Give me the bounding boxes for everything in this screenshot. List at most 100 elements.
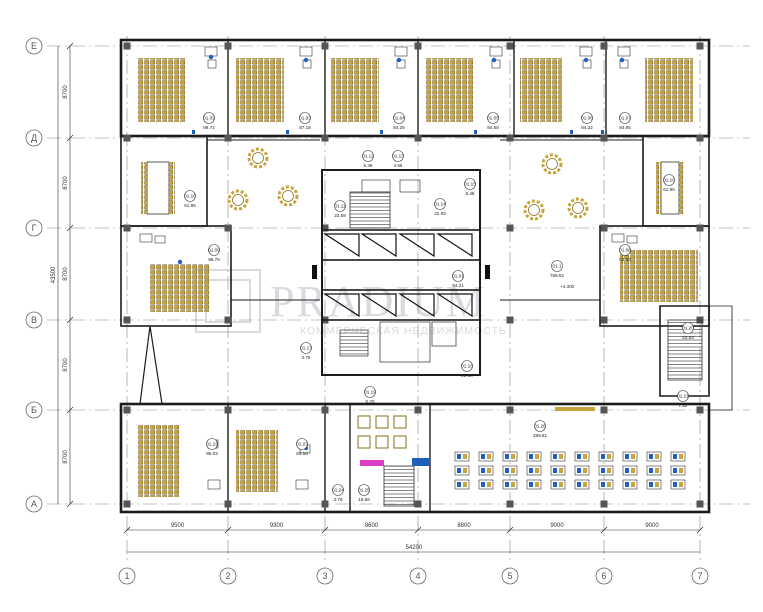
column — [321, 42, 329, 50]
room-area: 7.52 — [679, 403, 688, 408]
column — [506, 134, 514, 142]
dimension-bottom: 9000 — [645, 523, 659, 529]
axis-label-col: 5 — [507, 571, 512, 581]
column — [321, 500, 329, 508]
workstations — [454, 451, 686, 490]
room-area: 5.20 — [366, 399, 375, 404]
room-area: 18.56 — [358, 497, 370, 502]
lounge-tables — [227, 147, 589, 221]
level-mark: +4.300 — [560, 284, 575, 289]
stair-south — [383, 465, 415, 507]
workstation — [526, 479, 542, 490]
room-number: 01.13 — [392, 154, 404, 159]
workstation — [670, 479, 686, 490]
workstation — [454, 465, 470, 476]
room-area: 22.93 — [434, 211, 446, 216]
column — [224, 316, 232, 324]
workstation — [574, 451, 590, 462]
room-tag-circle — [487, 112, 499, 124]
column — [123, 406, 131, 414]
axis-label-row: Г — [32, 223, 37, 233]
room-tag-circle — [663, 174, 675, 186]
dimension-left: 8700 — [63, 450, 69, 464]
core-shaft — [435, 233, 473, 258]
column — [224, 406, 232, 414]
room-number: 01.22 — [206, 442, 218, 447]
room-area: 6.48 — [466, 191, 475, 196]
room-number: 01.10 — [663, 178, 675, 183]
axis-label-col: 6 — [601, 571, 606, 581]
core-shaft — [322, 233, 360, 258]
room-area: 89.72 — [203, 125, 215, 130]
workstation — [526, 465, 542, 476]
room-number: 01.19 — [364, 390, 376, 395]
room-tag-circle — [534, 420, 546, 432]
room-number: 01.05 — [487, 116, 499, 121]
axis-label-row: Д — [31, 133, 37, 143]
axis-bubble-col — [409, 567, 427, 585]
workstation — [454, 479, 470, 490]
room-area: 84.25 — [393, 125, 405, 130]
room-area: 23.58 — [334, 213, 346, 218]
workstation — [502, 451, 518, 462]
axis-label-col: 7 — [697, 571, 702, 581]
workstation — [670, 451, 686, 462]
room-tag-circle — [619, 244, 631, 256]
room-number: 01.12 — [362, 154, 374, 159]
workstation — [574, 465, 590, 476]
room-number: 01.06 — [581, 116, 593, 121]
room-number: 01.16 — [184, 194, 196, 199]
room-tag-circle — [551, 260, 563, 272]
room-area: 84.32 — [581, 125, 593, 130]
axis-bubble-col — [219, 567, 237, 585]
room-number: 01.03 — [299, 116, 311, 121]
column — [600, 224, 608, 232]
room-tag-circle — [184, 190, 196, 202]
core-shaft — [359, 233, 397, 258]
axis-bubble-row — [25, 129, 43, 147]
room-area: 84.95 — [619, 125, 631, 130]
room-number: 01.23 — [296, 442, 308, 447]
workstation — [526, 451, 542, 462]
column — [506, 42, 514, 50]
column — [600, 42, 608, 50]
axis-bubble-row — [25, 219, 43, 237]
workstation — [550, 479, 566, 490]
room-tag-circle — [206, 438, 218, 450]
column — [600, 500, 608, 508]
column — [123, 42, 131, 50]
axis-bubble-row — [25, 401, 43, 419]
column — [224, 42, 232, 50]
column — [600, 406, 608, 414]
room-tag-circle — [461, 360, 473, 372]
axis-bubble-col — [595, 567, 613, 585]
workstation — [622, 465, 638, 476]
structural-columns — [123, 42, 704, 508]
axis-label-col: 3 — [322, 571, 327, 581]
column — [224, 224, 232, 232]
workstation — [646, 479, 662, 490]
room-tag-circle — [434, 198, 446, 210]
room-tag-circle — [364, 386, 376, 398]
room-number: 01.25 — [358, 488, 370, 493]
column — [696, 406, 704, 414]
column — [696, 42, 704, 50]
column — [414, 42, 422, 50]
dimension-left: 8700 — [63, 176, 69, 190]
room-number: 01.24 — [332, 488, 344, 493]
room-tag-circle — [300, 342, 312, 354]
column — [696, 500, 704, 508]
room-area: 61.95 — [663, 187, 675, 192]
column — [696, 134, 704, 142]
room-number: 01.04 — [393, 116, 405, 121]
round-table — [282, 190, 294, 202]
axis-bubble-col — [316, 567, 334, 585]
room-tag-circle — [208, 244, 220, 256]
room-tag-circle — [203, 112, 215, 124]
room-number: 01.11 — [334, 204, 346, 209]
room-area: 3.75 — [302, 355, 311, 360]
room-number: 01.1 — [553, 264, 562, 269]
room-tag-circle — [393, 112, 405, 124]
workstation — [478, 479, 494, 490]
